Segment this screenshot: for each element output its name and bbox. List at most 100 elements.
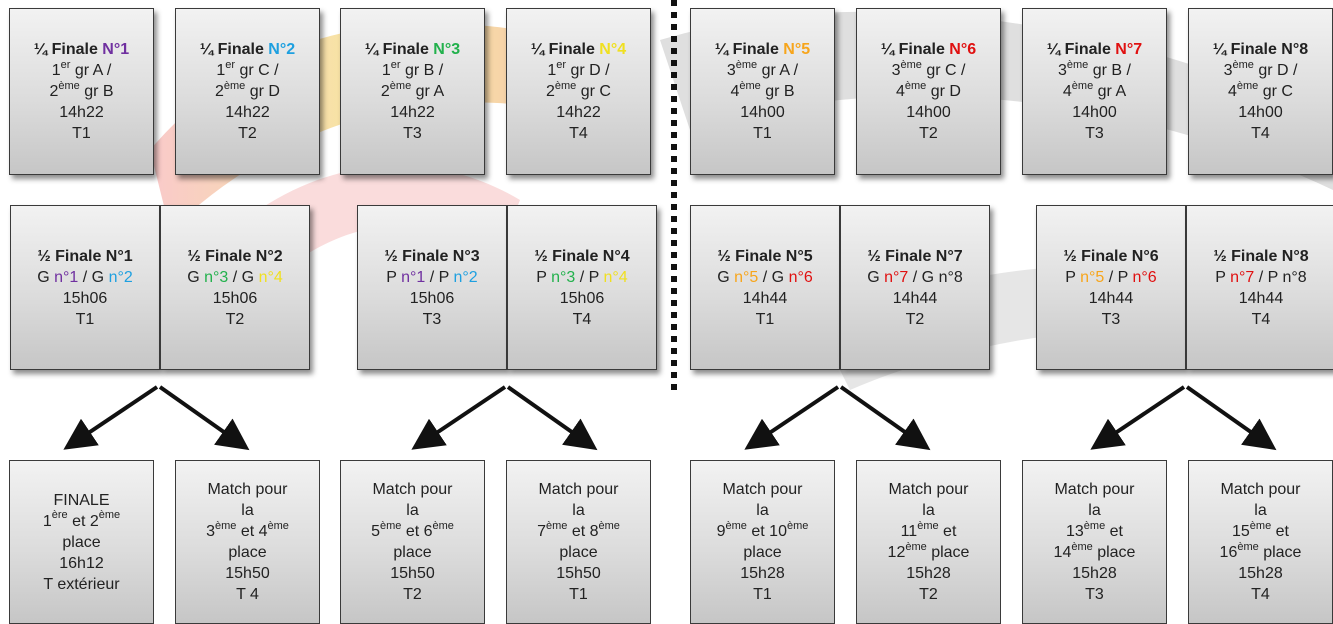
- rank-suffix: er: [390, 58, 401, 71]
- team-b-line: 2ème gr A: [381, 80, 444, 102]
- court-label: T3: [403, 123, 422, 144]
- court-label: T2: [238, 123, 257, 144]
- line-text: et 4: [236, 523, 268, 540]
- rank-suffix: ème: [432, 519, 454, 532]
- semi-title: ½ Finale N°4: [534, 246, 629, 267]
- match-number: N°1: [102, 41, 130, 58]
- placement-line: place: [393, 542, 431, 563]
- line-text: 16: [1219, 544, 1238, 561]
- court-text: T3: [1085, 125, 1104, 142]
- line-text: 3: [206, 523, 215, 540]
- line-text: 12: [887, 544, 906, 561]
- team-a-line: 1er gr D /: [547, 58, 609, 81]
- time-text: 14h44: [1088, 289, 1134, 307]
- semi-title: ½ Finale N°5: [717, 246, 812, 267]
- match-time: 14h00: [1072, 102, 1117, 123]
- placement-line: Match pour: [207, 479, 287, 500]
- title-text: ½ Finale N°2: [187, 247, 283, 265]
- prefix: P: [1065, 268, 1081, 286]
- placement-line: Match pour: [1054, 479, 1134, 500]
- title-text: ½ Finale N°6: [1063, 247, 1159, 265]
- title-text: ¼ Finale: [364, 41, 434, 58]
- match-time: 14h00: [740, 102, 785, 123]
- rank: 3: [1223, 62, 1233, 79]
- time-text: 14h00: [906, 104, 951, 121]
- placement-line: 9ème et 10ème: [717, 520, 809, 542]
- separator: / G: [228, 268, 259, 286]
- team-a-line: 1er gr C /: [216, 59, 278, 81]
- match-number: N°8: [1281, 41, 1309, 58]
- group: gr C: [1258, 83, 1293, 100]
- rank-suffix: ème: [1071, 540, 1093, 553]
- time-text: 15h06: [212, 289, 258, 307]
- group: gr A /: [757, 62, 799, 79]
- rank-suffix: ème: [214, 519, 237, 532]
- rank-suffix: ème: [1066, 58, 1089, 71]
- semi-title: ½ Finale N°3: [384, 246, 479, 267]
- court-text: T4: [569, 125, 588, 142]
- placement-line: place: [228, 542, 266, 563]
- match-time: 15h06: [63, 288, 108, 309]
- court-label: T4: [569, 123, 588, 144]
- match-number: N°4: [599, 41, 627, 58]
- rank-suffix: ème: [739, 79, 761, 92]
- match-number: N°3: [433, 41, 461, 58]
- line-text: T1: [569, 586, 588, 603]
- team-b-line: 2ème gr B: [49, 80, 114, 102]
- group: gr A: [1093, 83, 1127, 100]
- placement-line: T2: [919, 584, 938, 605]
- line-text: place: [1258, 544, 1302, 561]
- placement-line: T3: [1085, 584, 1104, 605]
- bracket-arrow: [63, 385, 159, 450]
- team-b-line: 4ème gr C: [1228, 80, 1293, 102]
- placement-line: place: [743, 542, 781, 563]
- match-time: 15h06: [213, 288, 258, 309]
- placement-line: 12ème place: [887, 541, 970, 563]
- placement-line: 15h50: [225, 563, 270, 584]
- quarter-title: ¼ Finale N°4: [531, 39, 626, 60]
- prefix: P: [386, 268, 402, 286]
- line-text: place: [743, 544, 782, 561]
- rank-suffix: er: [556, 58, 567, 71]
- matchup-line: G n°1 / G n°2: [37, 267, 133, 288]
- line-text: 15h28: [906, 565, 951, 582]
- bracket-arrow: [1090, 385, 1186, 450]
- time-text: 14h00: [1238, 104, 1283, 121]
- team-a-line: 3ème gr B /: [1058, 58, 1131, 81]
- time-text: 14h00: [740, 104, 785, 121]
- line-text: Match pour: [372, 481, 453, 498]
- placement-line: T 4: [236, 584, 259, 605]
- placement-line: Match pour: [1220, 479, 1300, 500]
- bracket-arrow: [839, 385, 931, 451]
- matchup-line: P n°7 / P n°8: [1215, 267, 1306, 288]
- team-b-line: 2ème gr D: [215, 80, 280, 102]
- group: gr B: [79, 83, 114, 100]
- group: gr C /: [921, 62, 966, 79]
- line-text: place: [393, 544, 432, 561]
- placement-line: 5ème et 6ème: [371, 519, 454, 542]
- placement-line: 11ème et: [901, 520, 957, 542]
- line-text: 15h50: [556, 565, 601, 582]
- quarter-title: ¼ Finale N°6: [881, 39, 976, 60]
- quarter-title: ¼ Finale N°7: [1047, 39, 1142, 60]
- court-text: T1: [72, 125, 91, 142]
- line-text: T3: [1085, 586, 1104, 603]
- line-text: 16h12: [59, 554, 104, 572]
- line-text: la: [756, 502, 769, 519]
- court-text: T2: [238, 125, 257, 142]
- line-text: Match pour: [1054, 481, 1135, 498]
- placement-line: la: [756, 500, 768, 521]
- separator: / P: [575, 268, 604, 286]
- court-text: T1: [755, 310, 775, 328]
- group: gr D /: [1253, 62, 1298, 79]
- rank: 3: [1058, 62, 1067, 79]
- placement-line: 15h50: [556, 563, 601, 584]
- placement-line: place: [559, 542, 597, 563]
